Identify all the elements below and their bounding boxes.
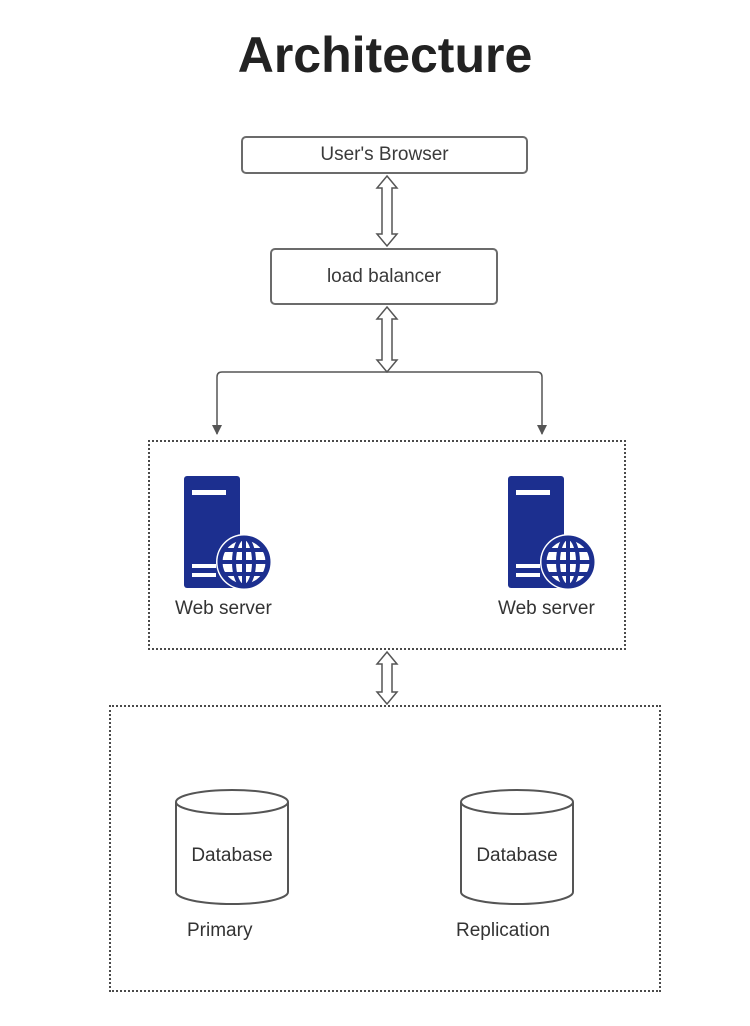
web-server-group [148,440,626,650]
database-caption-primary: Primary [187,920,253,941]
arrow-browser-lb [375,174,399,248]
database-label-primary: Database [191,845,273,866]
browser-label: User's Browser [320,144,449,165]
database-label-replication: Database [476,845,558,866]
web-server-label-2: Web server [498,598,595,619]
arrow-lb-web [375,305,399,374]
web-server-icon [508,476,596,590]
diagram-title: Architecture [237,27,533,83]
web-server-label-1: Web server [175,598,272,619]
database-caption-replication: Replication [456,920,550,941]
load-balancer-node: load balancer [270,248,498,305]
branch-lines [212,371,547,435]
web-server-icon [184,476,272,590]
database-group [109,705,661,992]
database-icon [460,789,574,905]
arrow-web-db [375,650,399,706]
browser-node: User's Browser [241,136,528,174]
database-icon [175,789,289,905]
load-balancer-label: load balancer [326,265,442,287]
